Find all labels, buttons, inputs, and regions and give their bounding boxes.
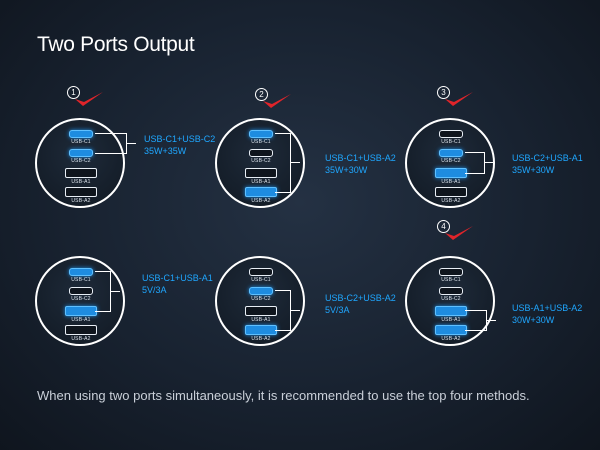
port-label-a2: USB-A2 (441, 336, 461, 342)
recommended-marker: 2 (255, 88, 295, 110)
port-c1 (249, 268, 273, 276)
port-c2 (249, 149, 273, 157)
spec-power: 30W+30W (512, 315, 555, 325)
output-spec: USB-C2+USB-A2 5V/3A (325, 292, 396, 316)
port-label-a1: USB-A1 (251, 179, 271, 185)
port-a2 (245, 325, 277, 335)
spec-ports: USB-C1+USB-C2 (144, 134, 216, 144)
check-icon (445, 92, 473, 106)
port-label-a1: USB-A1 (251, 317, 271, 323)
port-a1 (65, 306, 97, 316)
port-label-a2: USB-A2 (251, 198, 271, 204)
check-icon (263, 94, 291, 108)
port-a2 (435, 187, 467, 197)
port-label-c1: USB-C1 (71, 277, 91, 283)
spec-ports: USB-C2+USB-A2 (325, 293, 396, 303)
bracket-leader (290, 309, 300, 311)
marker-number: 1 (67, 86, 80, 99)
footer-note: When using two ports simultaneously, it … (37, 388, 530, 403)
bracket-leader (484, 162, 494, 163)
spec-ports: USB-C2+USB-A1 (512, 153, 583, 163)
recommended-marker: 3 (437, 86, 477, 108)
output-spec: USB-A1+USB-A2 30W+30W (512, 302, 582, 326)
bracket-leader (486, 319, 496, 321)
output-spec: USB-C1+USB-A1 5V/3A (142, 272, 213, 296)
output-spec: USB-C1+USB-A2 35W+30W (325, 152, 396, 176)
port-a1 (245, 168, 277, 178)
port-bracket (465, 152, 485, 174)
port-label-c1: USB-C1 (441, 277, 461, 283)
port-label-a1: USB-A1 (71, 179, 91, 185)
check-icon (75, 92, 103, 106)
bracket-leader (290, 162, 300, 163)
bracket-leader (126, 142, 136, 144)
port-c2 (439, 149, 463, 157)
spec-power: 5V/3A (325, 305, 350, 315)
spec-power: 35W+30W (512, 165, 555, 175)
port-a1 (245, 306, 277, 316)
port-bracket (275, 290, 291, 331)
port-bracket (95, 133, 127, 154)
marker-number: 4 (437, 220, 450, 233)
port-bracket (465, 310, 487, 331)
spec-ports: USB-C1+USB-A1 (142, 273, 213, 283)
output-spec: USB-C1+USB-C2 35W+35W (144, 133, 215, 157)
recommended-marker: 4 (437, 220, 477, 242)
port-a1 (65, 168, 97, 178)
port-label-c1: USB-C1 (441, 139, 461, 145)
port-label-a1: USB-A1 (441, 179, 461, 185)
port-label-c2: USB-C2 (71, 296, 91, 302)
spec-ports: USB-A1+USB-A2 (512, 303, 583, 313)
port-c2 (69, 149, 93, 157)
port-label-c2: USB-C2 (441, 296, 461, 302)
port-bracket (275, 133, 291, 193)
port-label-a1: USB-A1 (71, 317, 91, 323)
port-label-c1: USB-C1 (251, 139, 271, 145)
port-label-c2: USB-C2 (71, 158, 91, 164)
spec-power: 35W+35W (144, 146, 187, 156)
port-c2 (439, 287, 463, 295)
bracket-leader (110, 290, 120, 292)
port-label-a2: USB-A2 (441, 198, 461, 204)
page-title: Two Ports Output (37, 33, 195, 56)
port-label-c2: USB-C2 (251, 158, 271, 164)
recommended-marker: 1 (67, 86, 107, 108)
port-c1 (69, 268, 93, 276)
port-bracket (95, 271, 111, 312)
port-c2 (69, 287, 93, 295)
port-c1 (69, 130, 93, 138)
port-c1 (249, 130, 273, 138)
marker-number: 2 (255, 88, 268, 101)
spec-power: 35W+30W (325, 165, 368, 175)
spec-ports: USB-C1+USB-A2 (325, 153, 396, 163)
port-a2 (65, 187, 97, 197)
port-c1 (439, 268, 463, 276)
marker-number: 3 (437, 86, 450, 99)
port-label-a2: USB-A2 (71, 198, 91, 204)
check-icon (445, 226, 473, 240)
port-label-c2: USB-C2 (251, 296, 271, 302)
spec-power: 5V/3A (142, 285, 167, 295)
port-label-a2: USB-A2 (71, 336, 91, 342)
port-label-c1: USB-C1 (251, 277, 271, 283)
port-label-c1: USB-C1 (71, 139, 91, 145)
port-c1 (439, 130, 463, 138)
port-label-a1: USB-A1 (441, 317, 461, 323)
port-label-c2: USB-C2 (441, 158, 461, 164)
port-label-a2: USB-A2 (251, 336, 271, 342)
port-a2 (435, 325, 467, 335)
port-c2 (249, 287, 273, 295)
port-a1 (435, 306, 467, 316)
port-a1 (435, 168, 467, 178)
port-a2 (245, 187, 277, 197)
output-spec: USB-C2+USB-A1 35W+30W (512, 152, 583, 176)
port-a2 (65, 325, 97, 335)
